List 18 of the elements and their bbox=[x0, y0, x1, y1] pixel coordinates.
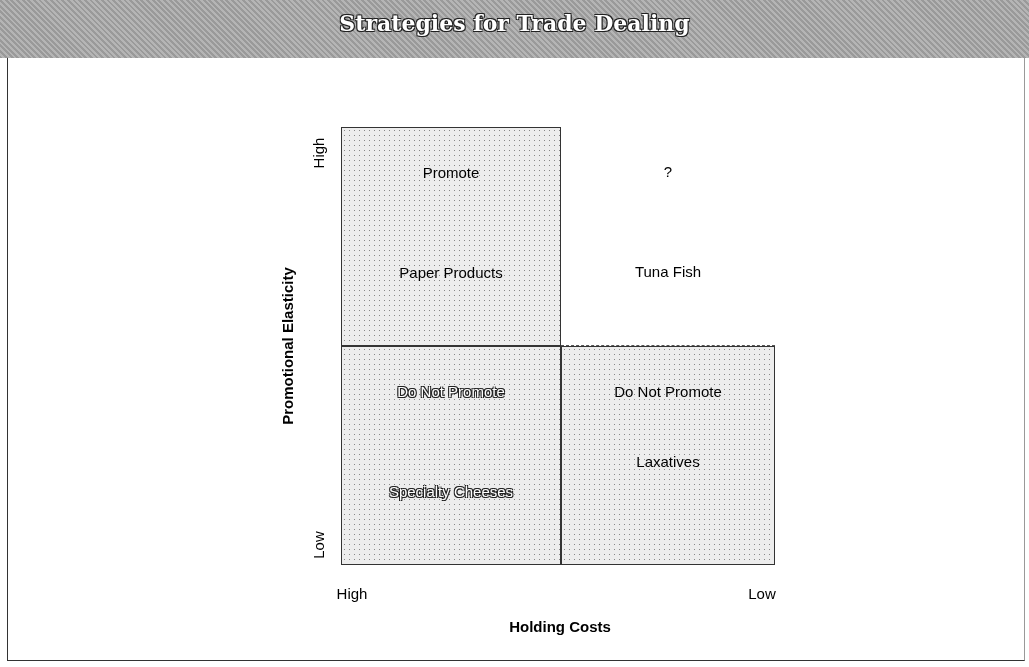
strategy-text: Do Not Promote bbox=[396, 382, 506, 401]
product-text: Laxatives bbox=[635, 452, 701, 471]
quadrant-box bbox=[561, 346, 775, 565]
axis-title: Holding Costs bbox=[509, 617, 611, 635]
quadrant-box bbox=[341, 127, 561, 346]
axis-tick-label: Low bbox=[309, 531, 327, 559]
strategy-text: Do Not Promote bbox=[613, 382, 723, 401]
product-text: Paper Products bbox=[398, 263, 504, 282]
axis-title: Promotional Elasticity bbox=[278, 267, 296, 425]
axis-tick-label: Low bbox=[748, 584, 776, 602]
quadrant-box bbox=[341, 346, 561, 565]
axis-tick-label: High bbox=[336, 584, 368, 602]
product-text: Specialty Cheeses bbox=[387, 482, 515, 501]
strategy-text: ? bbox=[662, 162, 674, 181]
axis-tick-label: High bbox=[309, 137, 327, 169]
product-text: Tuna Fish bbox=[633, 262, 703, 281]
strategy-text: Promote bbox=[421, 163, 481, 182]
title: Strategies for Trade Dealing bbox=[339, 10, 690, 36]
